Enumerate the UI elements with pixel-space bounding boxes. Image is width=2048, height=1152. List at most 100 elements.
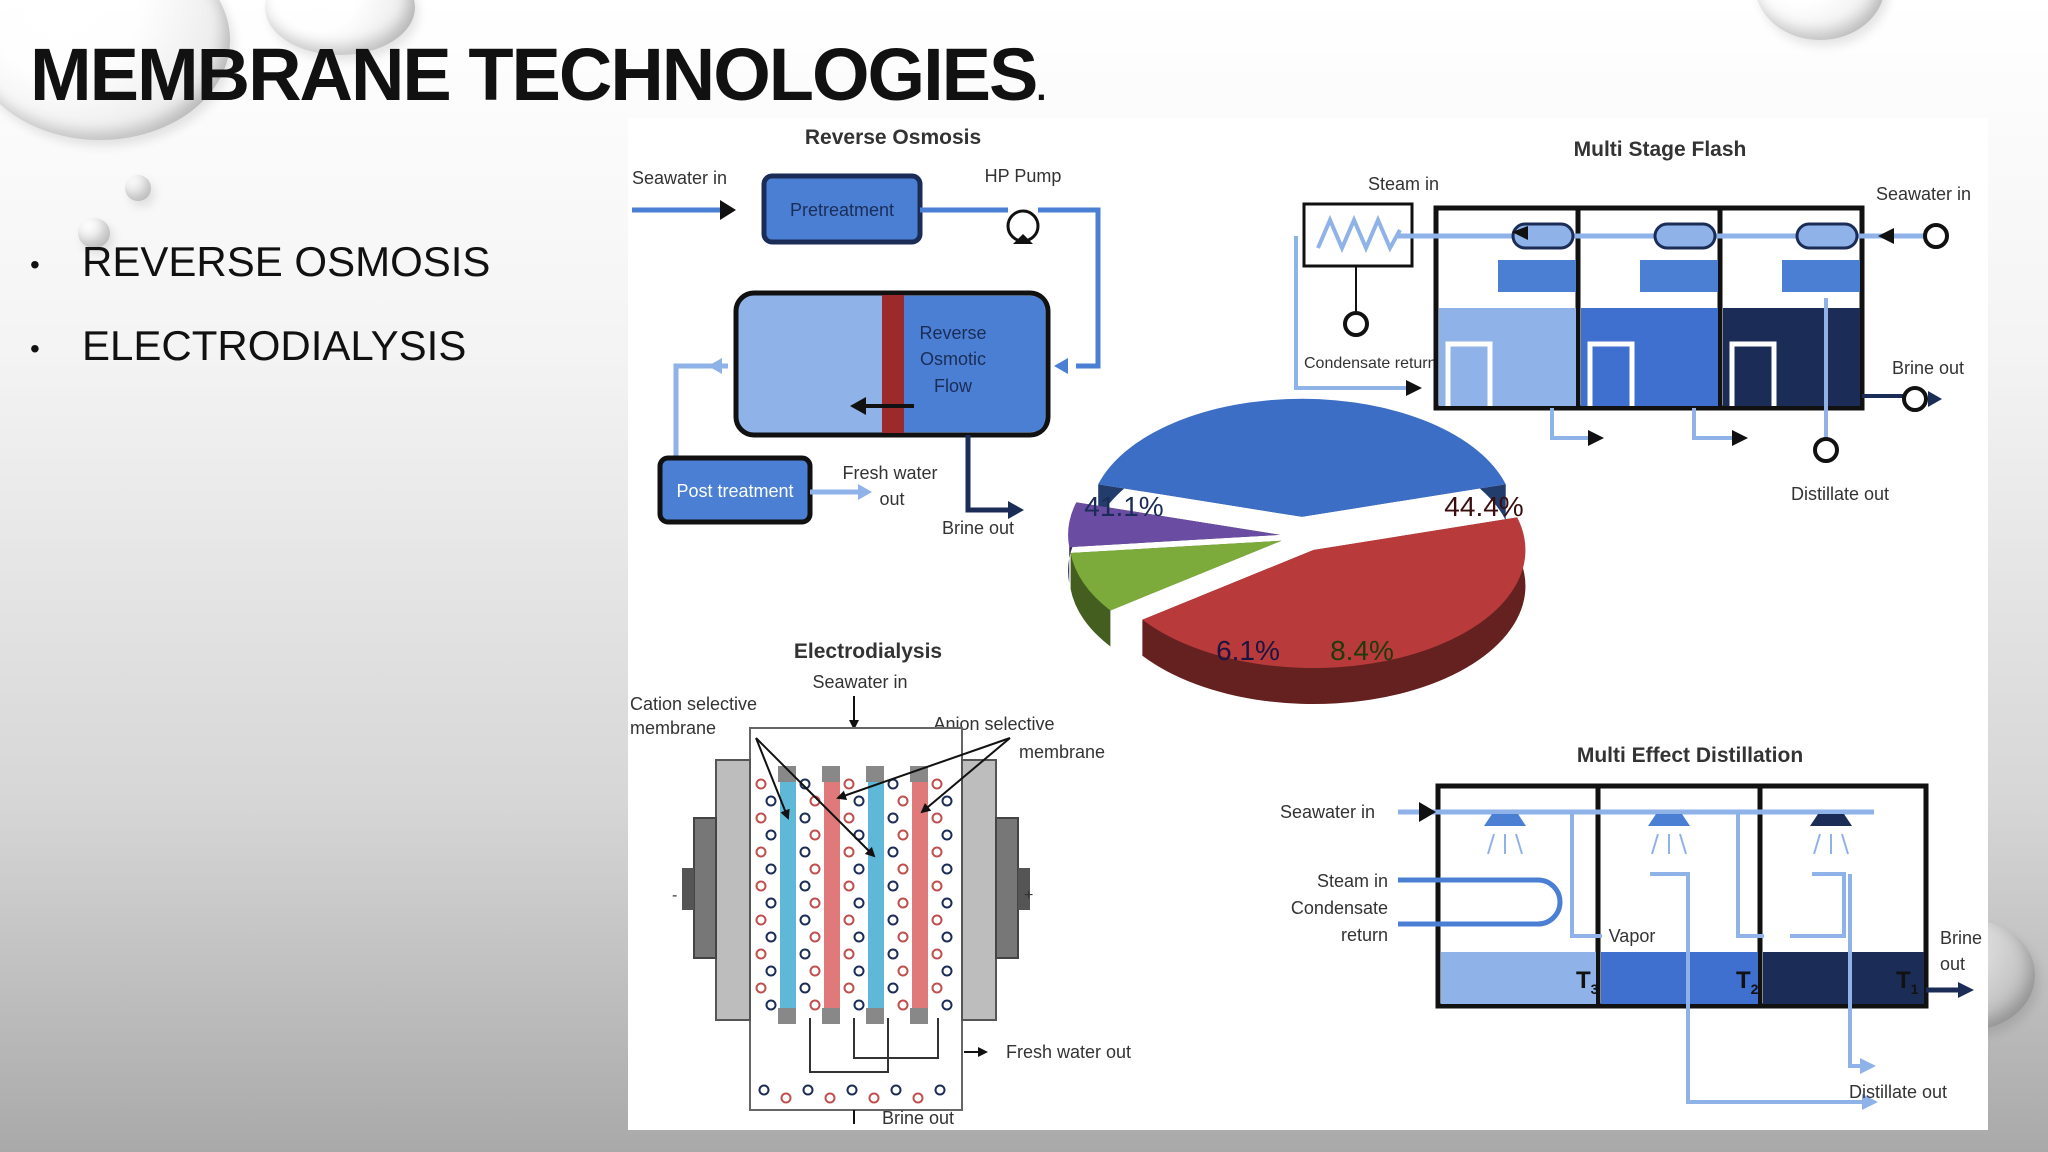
- pie-label-purple: 6.1%: [1216, 635, 1280, 666]
- med-seawater-in-label: Seawater in: [1280, 802, 1375, 822]
- ed-spacer: [910, 1008, 928, 1024]
- cation-particle: [755, 948, 767, 960]
- bullet-item: • REVERSE OSMOSIS: [30, 230, 490, 314]
- med-temp-subscript: 3: [1591, 981, 1599, 997]
- med-temp-letter: T: [1896, 967, 1911, 994]
- anion-particle: [765, 931, 777, 943]
- anion-particle: [887, 914, 899, 926]
- msf-stage-3-brine: [1723, 308, 1860, 406]
- anion-particle: [853, 931, 865, 943]
- med-vapor-label: Vapor: [1609, 926, 1656, 946]
- pie-slice-red: [1142, 517, 1526, 669]
- msf-stage-2-brine: [1581, 308, 1718, 406]
- msf-weir: [1587, 341, 1635, 406]
- med-outflow-arrow-icon: [1860, 1058, 1876, 1074]
- med-vapor-pipe: [1736, 812, 1764, 938]
- ed-spacer: [822, 1008, 840, 1024]
- msf-distillate-pipe: [1550, 408, 1596, 440]
- cation-particle: [755, 846, 767, 858]
- cation-particle: [897, 795, 909, 807]
- ro-pipe: [673, 363, 728, 458]
- valve-icon: [1343, 311, 1369, 337]
- cation-particle: [931, 914, 943, 926]
- anion-particle: [887, 812, 899, 824]
- msf-weir: [1445, 341, 1493, 406]
- pie-label-blue: 41.1%: [1084, 491, 1163, 522]
- anion-particle: [853, 965, 865, 977]
- ed-fresh-water-label: Fresh water out: [1006, 1042, 1131, 1062]
- anion-particle: [941, 965, 953, 977]
- bullet-text: ELECTRODIALYSIS: [82, 322, 467, 369]
- med-brine-label: Brine: [1940, 928, 1982, 948]
- desalination-diagram: Reverse Osmosis Seawater in Pretreatment…: [630, 126, 1982, 1128]
- ro-flow-arrow-icon: [850, 397, 866, 415]
- med-effect-2-brine: [1601, 952, 1758, 1004]
- ro-vessel-label: Osmotic: [920, 349, 986, 369]
- ro-vessel-label: Reverse: [919, 323, 986, 343]
- slide-title-text: MEMBRANE TECHNOLOGIES: [30, 33, 1038, 116]
- ro-brine-pipe: [965, 435, 1014, 513]
- msf-heat-exchanger-tube: [1795, 222, 1859, 250]
- cation-particle: [755, 812, 767, 824]
- med-distillate-pipe: [1848, 874, 1864, 1068]
- ro-arrow-icon: [708, 358, 722, 374]
- med-effect-1-brine: [1763, 952, 1924, 1004]
- med-outflow-arrow-icon: [1862, 1094, 1878, 1110]
- ed-outlet-channel: [809, 1018, 889, 1073]
- pie-slice-purple: [1068, 502, 1281, 548]
- bullet-symbol: •: [30, 332, 40, 364]
- ed-cation-membrane: [780, 768, 796, 1008]
- msf-flow-arrow-icon: [1588, 430, 1604, 446]
- anion-particle: [853, 863, 865, 875]
- med-vapor-pipe: [1790, 872, 1846, 938]
- reverse-osmosis-diagram: Reverse Osmosis Seawater in Pretreatment…: [632, 126, 1101, 538]
- ro-pretreatment-label: Pretreatment: [790, 200, 894, 220]
- cation-particle: [897, 863, 909, 875]
- bullet-text: REVERSE OSMOSIS: [82, 238, 491, 285]
- anion-particle: [887, 846, 899, 858]
- anion-particle: [765, 897, 777, 909]
- desalination-capacity-pie: [1068, 398, 1526, 705]
- med-temp-letter: T: [1736, 967, 1751, 994]
- cation-particle: [843, 982, 855, 994]
- anion-particle: [799, 982, 811, 994]
- multi-stage-flash-diagram: Multi Stage Flash Steam in Condensate re…: [1294, 138, 1971, 504]
- msf-distillate-tray: [1498, 260, 1576, 292]
- anion-particle: [941, 931, 953, 943]
- cation-particle: [755, 914, 767, 926]
- ro-fresh-water-label: out: [879, 489, 904, 509]
- cation-particle: [809, 829, 821, 841]
- ro-hp-pump-label: HP Pump: [985, 166, 1062, 186]
- ion-particle: [890, 1084, 902, 1096]
- anion-particle: [799, 914, 811, 926]
- pie-slice-blue: [1098, 398, 1506, 517]
- med-outflow-arrow-icon: [1958, 982, 1974, 998]
- pie-labels: 41.1% 44.4% 8.4% 6.1%: [1084, 491, 1523, 666]
- ed-electrode-right-plate: [995, 817, 1019, 959]
- med-inflow-arrow-icon: [1419, 802, 1436, 822]
- ion-particle: [802, 1084, 814, 1096]
- cation-particle: [897, 931, 909, 943]
- med-condensate-label: Condensate: [1291, 898, 1388, 918]
- ro-vessel-fresh-side: [882, 296, 1045, 432]
- bullet-symbol: •: [30, 248, 40, 280]
- sprayer-icon: [1648, 814, 1690, 826]
- msf-stage-1-brine: [1439, 308, 1576, 406]
- sprayer-icon: [1810, 814, 1852, 826]
- ion-particle: [868, 1092, 880, 1104]
- cation-particle: [897, 965, 909, 977]
- msf-brine-out-label: Brine out: [1892, 358, 1964, 378]
- ro-vessel-label: Flow: [934, 376, 973, 396]
- electrodialysis-diagram: Electrodialysis Seawater in Cation selec…: [630, 640, 1131, 1128]
- ed-anion-label: membrane: [1019, 742, 1105, 762]
- anion-particle: [765, 795, 777, 807]
- med-distillate-out-label: Distillate out: [1849, 1082, 1947, 1102]
- cation-particle: [755, 880, 767, 892]
- msf-flow-arrow-icon: [1512, 226, 1528, 240]
- msf-title: Multi Stage Flash: [1574, 138, 1747, 161]
- pie-label-red: 44.4%: [1444, 491, 1523, 522]
- anion-particle: [887, 982, 899, 994]
- ed-spacer: [778, 766, 796, 782]
- cation-particle: [755, 982, 767, 994]
- ed-leader-line: [920, 737, 1011, 814]
